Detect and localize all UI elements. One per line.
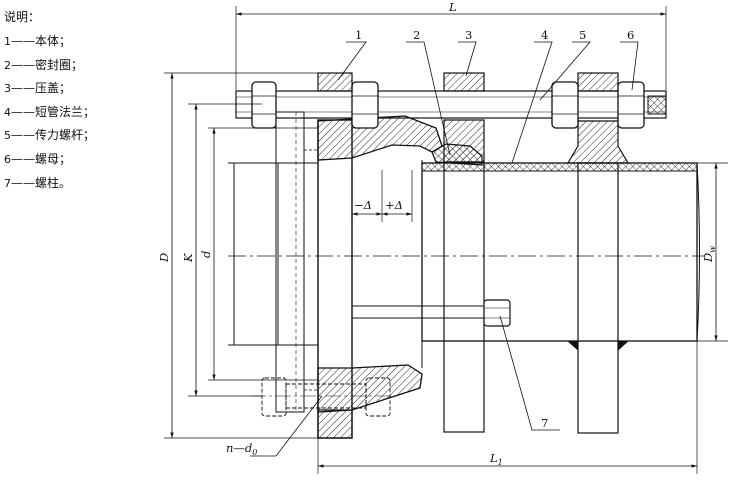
legend-item-nut: 6——螺母；: [4, 148, 144, 172]
legend-item-label: ——密封圈；: [11, 57, 84, 72]
stud-shank: [351, 305, 485, 319]
body: [317, 115, 443, 439]
legend-item-label: ——本体；: [11, 34, 72, 48]
legend-item-label: ——螺母；: [11, 151, 72, 166]
legend-item-label: ——传力螺杆；: [11, 128, 96, 143]
legend-item-number: 4: [4, 105, 11, 119]
legend-item-number: 3: [4, 82, 11, 96]
legend-item-number: 5: [4, 129, 11, 143]
nut: [251, 81, 277, 129]
legend-item-seal-ring: 2——密封圈；: [4, 54, 144, 78]
callout-6: 6: [627, 28, 634, 42]
mating-flange: [228, 111, 319, 413]
fillet-weld: [566, 340, 579, 352]
legend-item-tie-rod: 5——传力螺杆；: [4, 124, 144, 148]
mating-pipe: [233, 162, 279, 346]
legend-item-body: 1——本体；: [4, 30, 144, 54]
legend-item-number: 1: [4, 35, 11, 48]
legend-item-spool-flange: 4——短管法兰；: [4, 101, 144, 125]
leader-6: [620, 41, 639, 91]
nut: [617, 81, 645, 129]
dim-label-K: K: [181, 252, 195, 263]
spool-pipe-wall: [421, 162, 698, 172]
leader-1: [337, 41, 367, 81]
gland-plate: [443, 161, 485, 433]
tie-rod-shank: [235, 90, 667, 119]
legend-item-stud: 7——螺柱。: [4, 172, 144, 196]
spool-pipe: [421, 162, 698, 342]
dim-label-D: D: [157, 253, 171, 263]
dim-label-L1-main: L: [489, 451, 498, 465]
dim-label-L1-sub: 1: [498, 458, 503, 467]
callout-4: 4: [541, 28, 548, 42]
stud-nut: [483, 299, 511, 327]
body-wall-section-upper: [317, 115, 443, 161]
tie-rod: [235, 72, 667, 129]
dim-label-minus-delta: −Δ: [354, 198, 372, 212]
legend-item-number: 6: [4, 152, 11, 166]
callout-1: 1: [355, 28, 362, 42]
legend-title: 说明：: [4, 10, 41, 24]
washer: [317, 72, 353, 92]
callout-7: 7: [541, 416, 548, 430]
dim-label-d: d: [199, 251, 213, 258]
dim-label-bolt-hole-sub: 0: [252, 448, 257, 457]
dim-label-bolt-hole-main: n—d: [226, 441, 252, 455]
callout-2: 2: [413, 28, 420, 42]
legend: 说明： 1——本体； 2——密封圈； 3——压盖； 4——短管法兰； 5——传力…: [4, 8, 144, 195]
leader-7: [499, 315, 560, 431]
dim-label-Dw-main: D: [701, 253, 715, 263]
legend-item-number: 7: [4, 176, 11, 190]
fillet-weld: [617, 340, 630, 352]
gasket: [303, 149, 319, 391]
nut: [351, 81, 379, 129]
dim-label-L: L: [448, 0, 457, 14]
tie-rod-end: [647, 95, 667, 115]
dim-label-bolt-hole: n—d0: [226, 441, 257, 457]
leader-3: [458, 41, 477, 77]
legend-item-label: ——压盖；: [11, 81, 72, 96]
dim-label-Dw-sub: w: [708, 246, 717, 253]
spool-pipe-end: [696, 162, 700, 342]
callout-3: 3: [465, 28, 472, 42]
leader-5: [539, 41, 591, 101]
dim-label-Dw: Dw: [701, 246, 717, 263]
leader-4: [511, 41, 553, 164]
stud: [351, 299, 511, 327]
legend-item-label: ——螺柱。: [11, 175, 72, 190]
legend-item-gland: 3——压盖；: [4, 77, 144, 101]
callout-5: 5: [579, 28, 586, 42]
body-flange-top-section: [317, 409, 353, 439]
dim-label-L1: L1: [489, 451, 503, 467]
legend-item-label: ——短管法兰；: [11, 104, 96, 119]
gland-section-top: [443, 119, 485, 163]
gland-lug: [443, 72, 485, 92]
legend-item-number: 2: [4, 58, 11, 72]
leader-bolt-hole: [250, 395, 323, 457]
nut: [551, 81, 579, 129]
mating-flange-plate: [275, 111, 305, 413]
gland: [443, 72, 485, 433]
dim-label-plus-delta: +Δ: [385, 198, 403, 212]
spool-flange-plate: [577, 162, 619, 434]
spool-flange-lug: [577, 72, 619, 92]
leader-2: [406, 41, 451, 156]
body-wall-section-lower: [317, 364, 423, 413]
